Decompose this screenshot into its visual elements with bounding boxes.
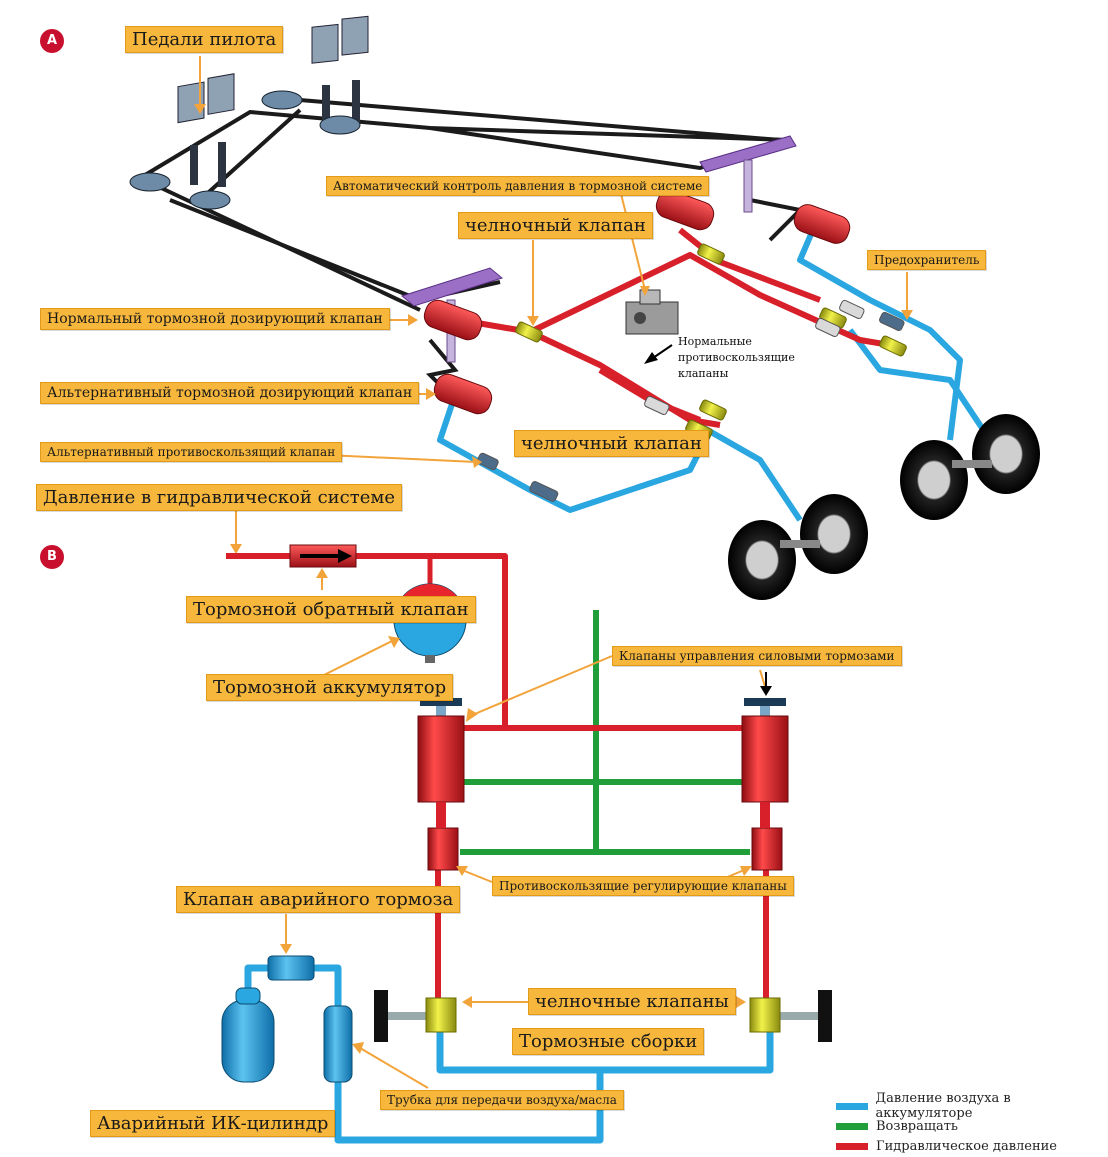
section-a-badge: A (40, 29, 64, 53)
label-alt-metering-valve: Альтернативный тормозной дозирующий клап… (40, 382, 420, 404)
pilot-pedals-right (261, 15, 369, 135)
legend-swatch-hydraulic (836, 1142, 868, 1150)
legend-item-hydraulic: Гидравлическое давление (836, 1136, 1108, 1156)
label-auto-pressure-control: Автоматический контроль давления в тормо… (326, 176, 710, 196)
label-air-oil-transfer-tube: Трубка для передачи воздуха/масла (380, 1090, 624, 1110)
label-emergency-brake-valve: Клапан аварийного тормоза (176, 886, 461, 913)
pilot-pedals-left (129, 73, 235, 210)
label-fuse: Предохранитель (867, 250, 987, 270)
power-brake-valve-left (417, 698, 465, 871)
emergency-cylinder (221, 987, 275, 1083)
brake-assembly-left (374, 990, 457, 1042)
emergency-brake-valve (267, 955, 315, 981)
air-oil-transfer-tube (323, 1005, 353, 1083)
section-b-badge: B (40, 545, 64, 569)
label-shuttle-valve-mid: челночный клапан (514, 430, 709, 457)
brake-assembly-right (749, 990, 832, 1042)
legend-label-hydraulic: Гидравлическое давление (876, 1138, 1057, 1154)
wheels-left-gear (728, 494, 868, 600)
power-brake-valve-right (741, 698, 789, 871)
section-a-diagram (129, 15, 1040, 600)
label-antiskid-control-valves: Противоскользящие регулирующие клапаны (492, 876, 794, 896)
legend-swatch-air (836, 1102, 868, 1110)
label-shuttle-valve-top: челночный клапан (458, 212, 653, 239)
label-brake-accumulator: Тормозной аккумулятор (206, 674, 454, 701)
label-emergency-ir-cylinder: Аварийный ИК-цилиндр (90, 1110, 336, 1137)
alt-master-cylinder (433, 373, 493, 415)
label-pilot-pedals: Педали пилота (125, 26, 284, 53)
legend-item-return: Возвращать (836, 1116, 1108, 1136)
label-normal-antiskid-valves: Нормальные противоскользящие клапаны (678, 335, 795, 380)
label-brake-assemblies: Тормозные сборки (512, 1028, 705, 1055)
label-shuttle-valves: челночные клапаны (528, 988, 736, 1015)
label-power-brake-control-valves: Клапаны управления силовыми тормозами (612, 646, 902, 666)
legend-item-air: Давление воздуха в аккумуляторе (836, 1091, 1108, 1121)
label-hydraulic-system-pressure: Давление в гидравлической системе (36, 484, 403, 511)
label-brake-check-valve: Тормозной обратный клапан (186, 596, 476, 623)
pressure-control-box (625, 289, 679, 335)
normal-master-cylinder (423, 299, 483, 341)
wheels-right-gear (900, 414, 1040, 520)
legend-label-air: Давление воздуха в аккумуляторе (875, 1091, 1011, 1121)
legend-swatch-return (836, 1122, 868, 1130)
legend: Давление воздуха в аккумуляторе Возвраща… (836, 1091, 1108, 1156)
legend-label-return: Возвращать (876, 1118, 958, 1134)
label-alt-antiskid-valve: Альтернативный противоскользящий клапан (40, 442, 343, 462)
brake-check-valve (289, 544, 357, 568)
label-normal-metering-valve: Нормальный тормозной дозирующий клапан (40, 308, 390, 330)
